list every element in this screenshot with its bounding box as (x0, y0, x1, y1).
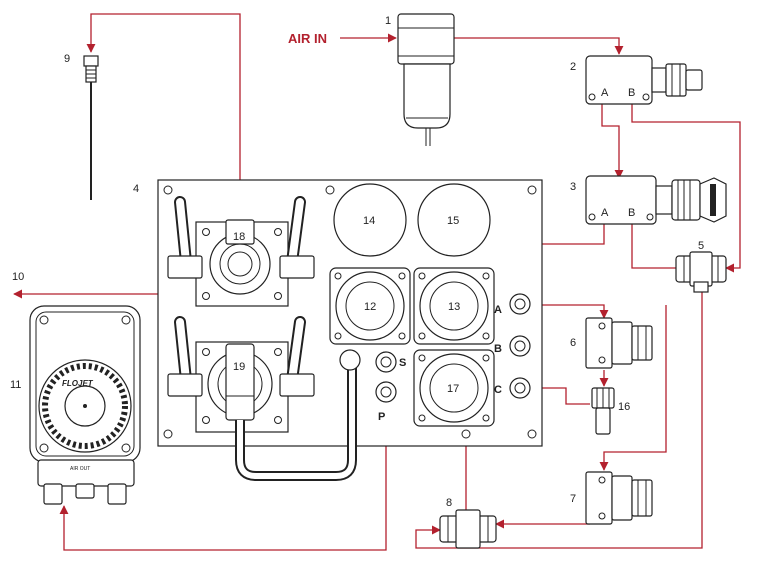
line-tee5-to-8 (415, 290, 703, 549)
valve3-port-b: B (628, 207, 635, 219)
valve-3 (585, 175, 727, 225)
line-valve2-to-tee5 (631, 104, 741, 273)
label-14: 14 (363, 215, 375, 227)
label-15: 15 (447, 215, 459, 227)
line-to-7 (599, 305, 667, 471)
callout-5: 5 (698, 240, 704, 252)
valve2-port-a: A (601, 87, 609, 99)
line-c-to-16 (529, 383, 590, 405)
callout-2: 2 (570, 61, 576, 73)
mounting-panel-4 (157, 179, 543, 481)
line-a-to-6 (536, 304, 609, 319)
pump-brand-label: FLOJET (62, 379, 94, 388)
callout-11: 11 (10, 379, 21, 391)
label-18: 18 (233, 231, 245, 243)
line-p-to-pump (59, 390, 387, 551)
port-a-label: A (494, 304, 502, 316)
line-valve2-to-valve3 (601, 104, 624, 179)
valve2-port-b: B (628, 87, 635, 99)
line-filter-to-valve2 (454, 37, 624, 55)
lance-9 (83, 55, 99, 200)
callout-4: 4 (133, 183, 139, 195)
callout-6: 6 (570, 337, 576, 349)
callout-1: 1 (385, 15, 391, 27)
fitting-16 (591, 387, 615, 435)
quick-coupler-6 (585, 317, 653, 369)
ball-valve-8 (439, 509, 497, 549)
label-13: 13 (448, 301, 460, 313)
valve3-port-a: A (601, 207, 609, 219)
label-19: 19 (233, 361, 245, 373)
port-b-label: B (494, 343, 502, 355)
label-12: 12 (364, 301, 376, 313)
line-valve3-to-tee5 (631, 222, 676, 269)
callout-7: 7 (570, 493, 576, 505)
line-to-lance-9 (86, 13, 241, 186)
callout-9: 9 (64, 53, 70, 65)
label-17: 17 (447, 383, 459, 395)
callout-10: 10 (12, 271, 24, 283)
air-filter (397, 13, 455, 146)
port-c-label: C (494, 384, 502, 396)
callout-3: 3 (570, 181, 576, 193)
valve-2 (585, 55, 703, 105)
air-in-label: AIR IN (288, 31, 327, 46)
port-s-label: S (399, 357, 406, 369)
tee-fitting-5 (675, 251, 727, 293)
callout-16: 16 (618, 401, 630, 413)
callout-8: 8 (446, 497, 452, 509)
port-p-label: P (378, 411, 385, 423)
quick-coupler-7 (585, 471, 653, 525)
flojet-pump-11 (29, 305, 141, 505)
pump-small-label: AIR OUT (70, 466, 90, 472)
